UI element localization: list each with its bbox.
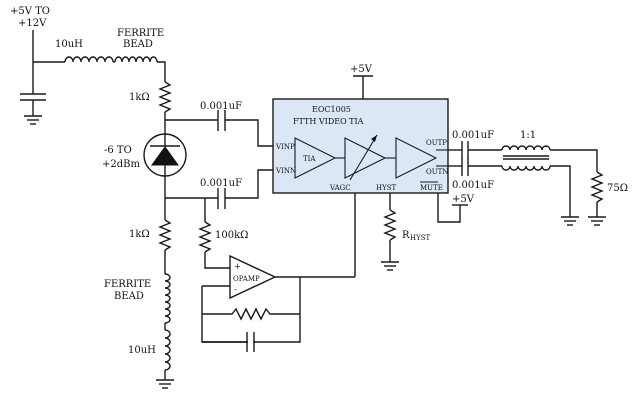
svg-text:+5V TO: +5V TO [10,6,50,17]
tia-amplifier: TIA [294,137,337,179]
capacitor-outp [461,141,469,159]
resistor-100k-label: 100kΩ [215,230,248,241]
ground-symbol [561,216,579,226]
wire [157,61,166,82]
svg-text:R: R [402,230,410,241]
mute-wire [437,193,461,223]
wire [204,252,230,269]
resistor-100k [198,221,212,253]
svg-text:HYST: HYST [410,234,431,242]
ferrite-bead-top [114,56,158,63]
wire [550,149,598,172]
svg-text:+2dBm: +2dBm [102,159,140,170]
feedback-resistor [202,307,300,321]
wire-vinn [225,169,278,199]
feedback-capacitor [202,332,255,352]
svg-text:OPAMP: OPAMP [233,275,260,283]
ground-symbol [381,261,399,271]
svg-text:BEAD: BEAD [123,39,153,50]
wire-vinp [225,119,278,147]
pin-vagc: VAGC [329,184,351,192]
svg-text:+12V: +12V [18,18,47,29]
resistor-top [158,81,172,113]
mute-supply-label: +5V [452,194,475,205]
inductor-top [64,56,114,63]
pin-mute: MUTE [420,184,443,192]
transformer-label: 1:1 [520,130,536,141]
ic-name: FTTH VIDEO TIA [293,117,364,126]
svg-text:-: - [234,285,237,294]
ic-part-number: EOC1005 [312,105,351,114]
ferrite-bead-bottom [164,273,171,324]
capacitor-inp [217,110,226,131]
load-resistor [590,171,604,203]
ferrite-bead-top-label: FERRITE BEAD [117,28,164,50]
supply-label: +5V TO +12V [10,6,50,29]
ground-symbol [24,115,42,125]
pin-vinn: VINN [275,167,296,175]
resistor-bottom-label: 1kΩ [129,229,150,240]
capacitor-outn [461,158,469,176]
svg-text:TIA: TIA [303,155,316,163]
svg-text:FERRITE: FERRITE [117,28,164,39]
pin-vinp: VINP [275,143,295,151]
vga-amplifier [344,134,387,181]
ground-symbol [588,216,606,226]
resistor-bottom [158,219,172,251]
wire [550,165,571,217]
inductor-bottom-label: 10uH [128,345,156,356]
inductor-bottom [164,329,171,371]
svg-text:-6 TO: -6 TO [104,145,132,156]
pin-hyst: HYST [376,184,397,192]
cap-inn-label: 0.001uF [200,178,242,189]
svg-text:FERRITE: FERRITE [104,279,151,290]
decoupling-capacitor [20,93,46,116]
cap-inp-label: 0.001uF [200,101,242,112]
ground-symbol [156,379,174,389]
output-buffer [395,137,438,179]
ic-vcc-label: +5V [350,64,373,75]
cap-outn-label: 0.001uF [452,180,494,191]
photodiode [143,133,187,177]
opamp: + - OPAMP [229,254,277,300]
inductor-top-label: 10uH [55,39,83,50]
photodiode-label: -6 TO +2dBm [102,145,140,170]
load-label: 75Ω [607,183,628,194]
pin-outn: OUTN [426,168,448,176]
svg-text:BEAD: BEAD [114,291,144,302]
cap-outp-label: 0.001uF [452,130,494,141]
capacitor-inn [217,188,226,209]
resistor-top-label: 1kΩ [129,92,150,103]
ferrite-bead-bottom-label: FERRITE BEAD [104,279,151,302]
pin-outp: OUTP [426,139,447,147]
feedback-wire [201,277,301,343]
resistor-hyst [383,209,397,241]
rhyst-label: R HYST [402,230,431,242]
transformer [501,145,551,171]
svg-text:+: + [234,262,241,271]
